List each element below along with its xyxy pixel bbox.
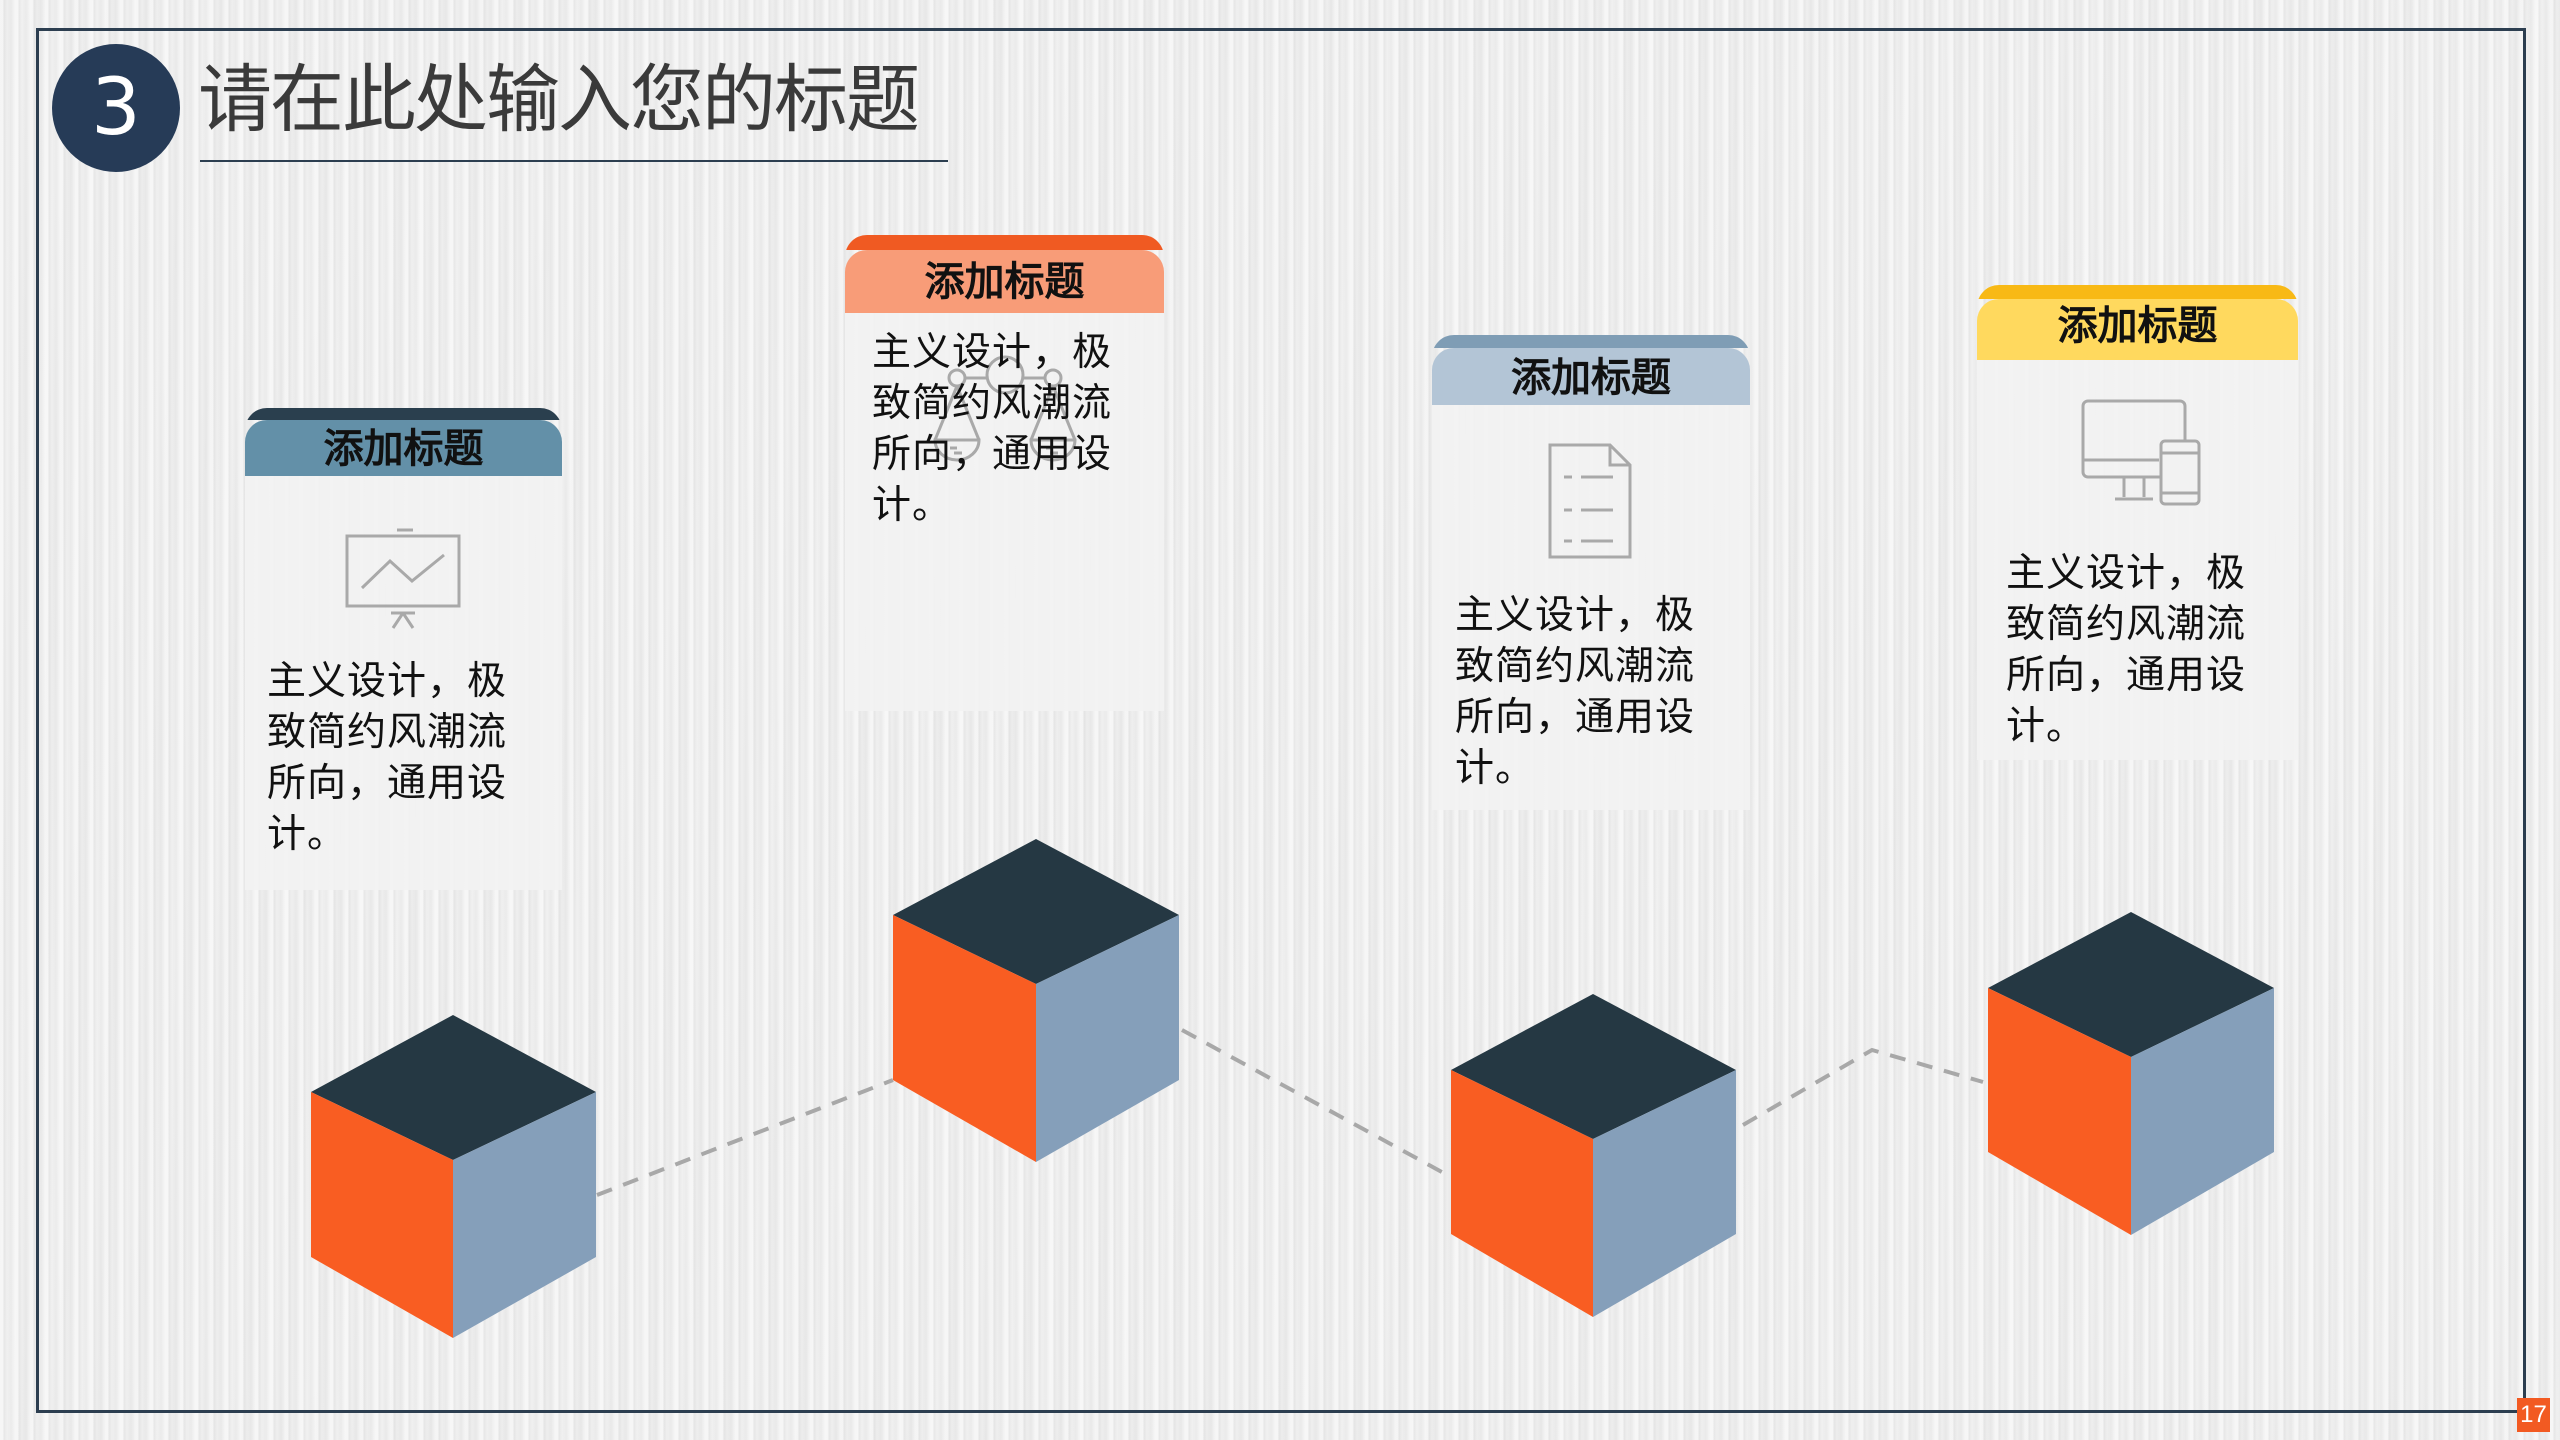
section-number-badge: 3 <box>52 44 180 172</box>
connector-2-3 <box>1181 1028 1452 1179</box>
card-header: 添加标题 <box>245 408 562 476</box>
slide-frame <box>36 28 2526 1413</box>
card-body: 主义设计，极 致简约风潮流 所向，通用设 计。 <box>1432 405 1750 810</box>
card-4: 添加标题 主义设计，极 致简约风潮流 所向，通用设 计。 <box>1977 285 2298 760</box>
card-body: 主义设计，极 致简约风潮流 所向，通用设 计。 <box>245 476 562 890</box>
card-1: 添加标题 主义设计，极 致简约风潮流 所向，通用设 计。 <box>245 408 562 890</box>
card-title[interactable]: 添加标题 <box>1511 355 1671 401</box>
card-title[interactable]: 添加标题 <box>323 426 484 472</box>
cube-1 <box>311 1015 596 1338</box>
page-number-badge: 17 <box>2517 1398 2550 1432</box>
card-header: 添加标题 <box>1432 335 1750 405</box>
document-icon <box>1548 443 1632 559</box>
card-description[interactable]: 主义设计，极 致简约风潮流 所向，通用设 计。 <box>267 659 508 857</box>
cube-2 <box>893 839 1179 1162</box>
desktop-mobile-icon <box>2081 399 2201 506</box>
card-description[interactable]: 主义设计，极 致简约风潮流 所向，通用设 计。 <box>1455 593 1696 791</box>
dashed-connectors <box>596 1028 1984 1197</box>
presentation-chart-icon <box>345 528 461 629</box>
balance-scale-icon <box>933 355 1077 462</box>
cube-3 <box>1451 994 1736 1317</box>
card-header: 添加标题 <box>845 235 1164 313</box>
card-description[interactable]: 主义设计，极 致简约风潮流 所向，通用设 计。 <box>872 330 1113 528</box>
card-body: 主义设计，极 致简约风潮流 所向，通用设 计。 <box>1977 360 2298 760</box>
card-header: 添加标题 <box>1977 285 2298 360</box>
card-body: 主义设计，极 致简约风潮流 所向，通用设 计。 <box>845 313 1164 711</box>
slide-title[interactable]: 请在此处输入您的标题 <box>198 57 920 143</box>
connector-3-4 <box>1741 1047 1984 1127</box>
card-description[interactable]: 主义设计，极 致简约风潮流 所向，通用设 计。 <box>2006 551 2247 749</box>
title-underline <box>200 160 948 162</box>
card-3: 添加标题 主义设计，极 致简约风潮流 所向，通用设 计。 <box>1432 335 1750 810</box>
cube-4 <box>1988 912 2274 1235</box>
card-title[interactable]: 添加标题 <box>924 259 1085 305</box>
card-title[interactable]: 添加标题 <box>2057 303 2218 349</box>
card-2: 添加标题 主义设计，极 致简约风潮流 <box>845 235 1164 711</box>
connector-1-2 <box>596 1078 894 1197</box>
